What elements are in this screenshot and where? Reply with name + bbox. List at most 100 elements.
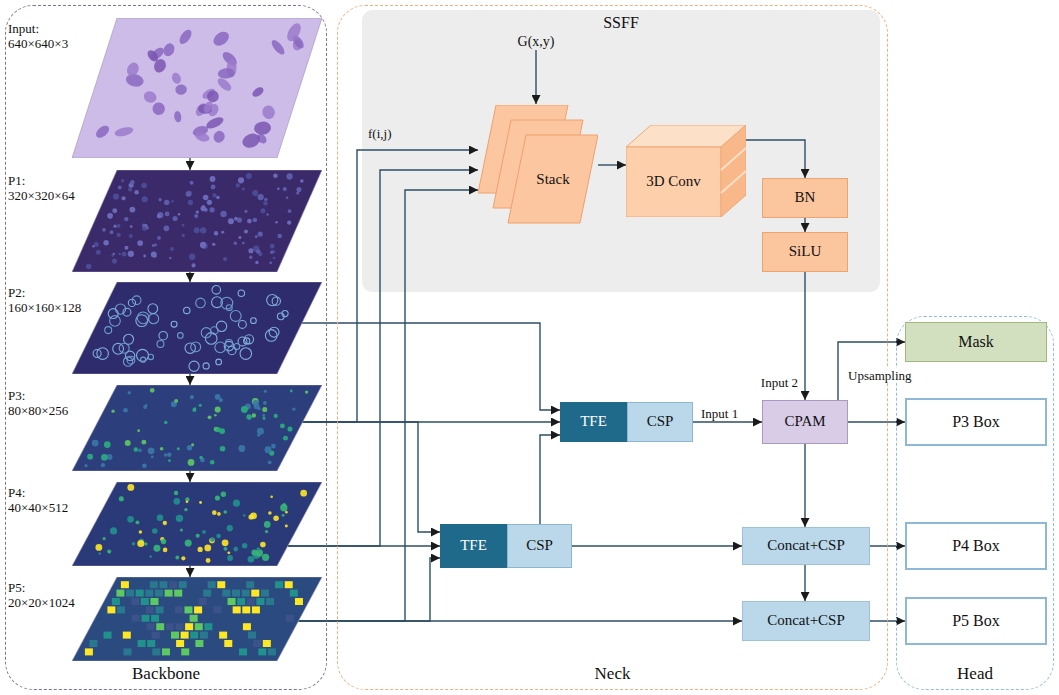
connector: [298, 558, 440, 621]
module-panel: Stack 3D ConvBN SiLU SSFF: [362, 10, 880, 292]
connector: [303, 422, 440, 532]
node-label: P3 Box: [952, 413, 1000, 431]
node-label: CSP: [526, 537, 553, 554]
connector: [540, 435, 560, 524]
node-label: SiLU: [789, 243, 822, 260]
map-texture: [95, 484, 307, 563]
fusion-box: Concat+CSP: [742, 601, 870, 641]
stage-panel: Mask P3 Box P4 Box P5 BoxHead: [896, 316, 1054, 690]
output-box: Mask: [905, 322, 1047, 362]
node-label: CPAM: [784, 413, 825, 430]
attention-box: CPAM: [762, 400, 848, 444]
map-texture: [84, 388, 308, 468]
node-label: BN: [795, 189, 816, 206]
node-label: SSFF: [603, 14, 639, 32]
edge-label-holder: Input 2: [759, 373, 800, 391]
process-box: BN: [762, 178, 848, 218]
feature-map: P3: 80×80×256: [72, 385, 322, 471]
connector: [746, 140, 805, 178]
edge-label: f(i,j): [366, 126, 393, 141]
connector: [189, 272, 190, 282]
output-box: P3 Box: [905, 398, 1047, 446]
connector: [189, 566, 190, 577]
map-outline: [72, 18, 322, 158]
map-outline: [72, 385, 322, 471]
node-label: Neck: [595, 664, 631, 684]
connector: [804, 218, 805, 232]
feature-map-image: [72, 18, 322, 158]
node-label: TFE: [460, 537, 487, 554]
output-box: P5 Box: [905, 597, 1047, 645]
edge-label-holder: f(i,j): [366, 124, 393, 142]
map-texture: [93, 286, 288, 372]
node-label: P3: 80×80×256: [8, 389, 68, 419]
tfe-box: TFE: [440, 524, 507, 568]
conv3d-block: 3D Conv: [626, 125, 746, 217]
map-texture: [85, 581, 303, 655]
edge-label: Upsampling: [846, 368, 914, 383]
feature-map: P5: 20×20×1024: [72, 577, 322, 661]
map-outline: [72, 282, 322, 374]
node-label: Stack: [536, 171, 569, 188]
feature-map-image: [72, 170, 322, 272]
tfe-box: TFE: [560, 402, 627, 442]
feature-map-image: [72, 282, 322, 374]
stack-sheets: [478, 105, 598, 225]
feature-map: P4: 40×40×512: [72, 482, 322, 566]
connector: [693, 421, 762, 422]
connector: [804, 444, 805, 527]
connector: [598, 164, 626, 165]
node-label: Mask: [958, 333, 994, 351]
free-label-holder: G(x,y): [518, 32, 555, 50]
fusion-box: Concat+CSP: [742, 527, 870, 565]
node-label: CSP: [647, 413, 674, 430]
process-box: SiLU: [762, 232, 848, 272]
map-outline: [72, 482, 322, 566]
feature-map-image: [72, 577, 322, 661]
stack-sheet: [508, 135, 598, 223]
node-label: P4 Box: [952, 537, 1000, 555]
node-label: P4: 40×40×512: [8, 486, 68, 516]
connector: [804, 272, 805, 400]
signal-label: G(x,y): [518, 34, 555, 49]
connector: [804, 565, 805, 601]
node-label: Head: [957, 664, 993, 684]
feature-map-image: [72, 385, 322, 471]
feature-map: P1: 320×320×64: [72, 170, 322, 272]
edge-label: Input 1: [699, 406, 740, 421]
node-label: Backbone: [132, 664, 200, 684]
connector: [572, 545, 742, 546]
node-label: Input: 640×640×3: [8, 22, 68, 52]
feature-map: P2: 160×160×128: [72, 282, 322, 374]
node-label: P2: 160×160×128: [8, 286, 81, 316]
connector: [189, 374, 190, 385]
csp-box: CSP: [507, 524, 572, 568]
node-label: P5 Box: [952, 612, 1000, 630]
edge-label-holder: Upsampling: [846, 366, 914, 384]
connector: [302, 323, 560, 410]
node-label: 3D Conv: [646, 173, 701, 190]
feature-map: Input: 640×640×3: [72, 18, 322, 158]
map-texture: [94, 21, 306, 150]
feature-map-image: [72, 482, 322, 566]
stage-panel: Stack 3D ConvBN SiLU SSFF TFE CSP CPAM TFE CSP Co…: [337, 5, 888, 690]
edge-label-holder: Input 1: [699, 404, 740, 422]
connector: [298, 620, 742, 621]
ssff-ground: [362, 10, 880, 292]
node-label: Concat+CSP: [767, 612, 845, 629]
stage-panel: Input: 640×640×3P1: 320×320×64P2: 160×16…: [5, 5, 327, 690]
node-label: Concat+CSP: [767, 537, 845, 554]
connector: [189, 471, 190, 482]
map-texture: [86, 173, 304, 269]
output-box: P4 Box: [905, 522, 1047, 570]
input-arrow: [535, 50, 536, 104]
map-outline: [72, 577, 322, 661]
stack-block: Stack: [478, 105, 598, 225]
node-label: P5: 20×20×1024: [8, 581, 75, 611]
conv-cuboid: [626, 125, 746, 217]
connector: [189, 158, 190, 170]
map-outline: [72, 170, 322, 272]
